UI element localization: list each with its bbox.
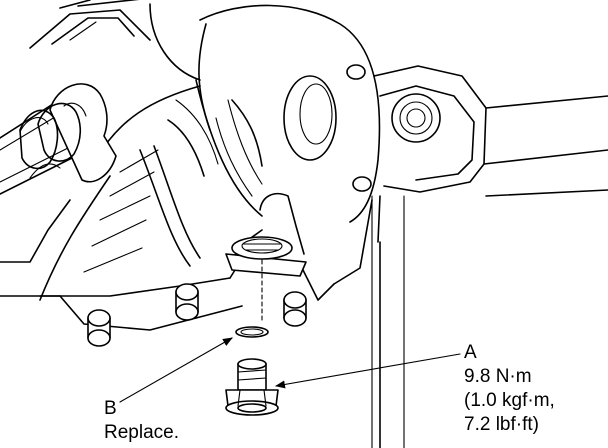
callout-a-torque-kgfm: (1.0 kgf·m, (464, 390, 555, 411)
lower-bolt-left (87, 309, 111, 347)
cv-boot (19, 83, 117, 183)
callout-a-torque-lbfft: 7.2 lbf·ft) (464, 414, 539, 435)
callout-a-letter: A (464, 342, 477, 363)
leader-line-b (119, 337, 233, 403)
sealing-washer (235, 326, 269, 338)
lower-bolt-right (283, 291, 307, 327)
callout-a-torque-nm: 9.8 N·m (464, 366, 532, 387)
lower-bolt-center (175, 283, 199, 321)
callout-b-note: Replace. (104, 422, 179, 443)
drain-plug (225, 358, 279, 416)
callout-b-letter: B (104, 398, 117, 419)
leader-line-a (275, 353, 461, 389)
